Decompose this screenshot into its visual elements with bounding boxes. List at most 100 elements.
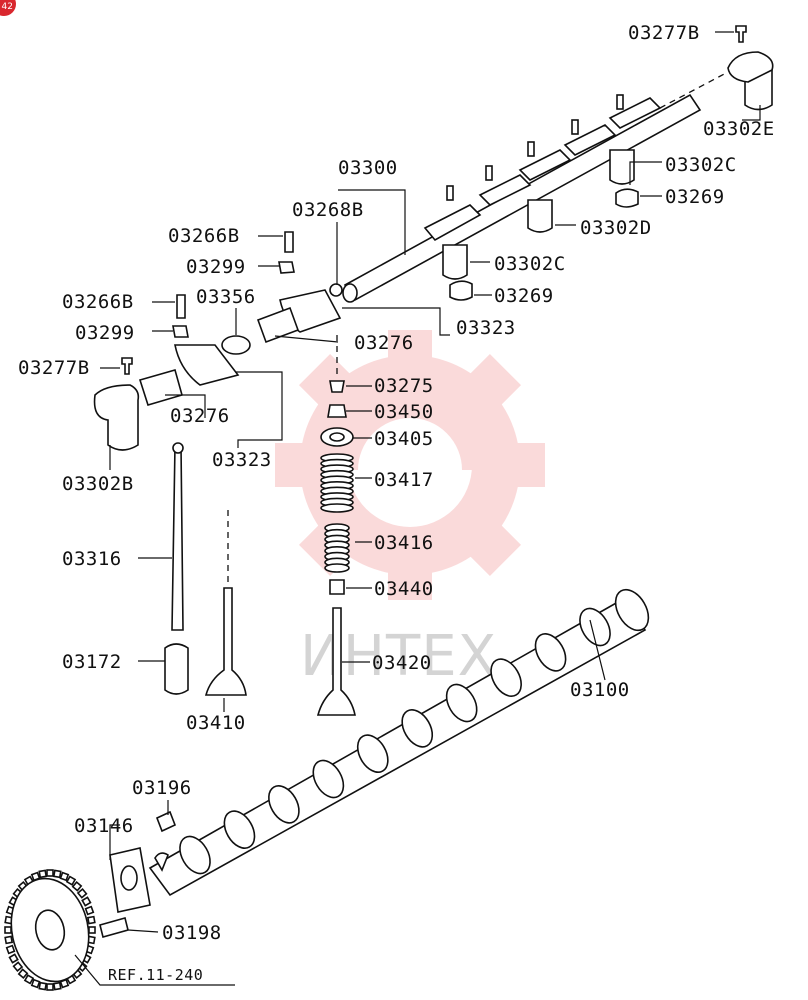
label-03416: 03416 <box>374 532 434 554</box>
adjust-screw <box>616 94 624 110</box>
label-03323: 03323 <box>456 317 516 339</box>
cam-lobe <box>445 683 478 723</box>
bolt-03277B-left <box>121 357 133 375</box>
label-03198: 03198 <box>162 922 222 944</box>
label-03302B: 03302B <box>62 473 134 495</box>
label-03277B: 03277B <box>628 22 700 44</box>
gear-tooth <box>5 944 16 955</box>
reference-label: REF.11-240 <box>108 966 203 984</box>
gear-tooth <box>4 926 12 934</box>
bushing-03276-right <box>256 306 300 344</box>
key-03196 <box>154 852 169 872</box>
cam-lobe <box>179 835 211 875</box>
watermark-logo <box>275 330 545 600</box>
spacer-03269-lower <box>449 280 473 301</box>
gear-ring <box>300 355 520 575</box>
label-03450: 03450 <box>374 401 434 423</box>
label-03269: 03269 <box>494 285 554 307</box>
screw-03266B-lower <box>176 294 186 319</box>
support-03302B <box>93 384 140 451</box>
cam-lobe <box>534 633 567 672</box>
gear-tooth <box>88 926 96 934</box>
gear-tooth <box>76 888 88 899</box>
gear-tooth <box>4 935 14 945</box>
leader <box>629 161 662 185</box>
adjust-screw <box>571 119 579 135</box>
gear-tooth <box>38 869 48 879</box>
label-03420: 03420 <box>372 652 432 674</box>
cam-lobe <box>312 759 345 799</box>
label-03266B: 03266B <box>168 225 240 247</box>
label-03302C: 03302C <box>494 253 566 275</box>
label-03266B: 03266B <box>62 291 134 313</box>
leader <box>165 394 206 418</box>
label-03323: 03323 <box>212 449 272 471</box>
label-03276: 03276 <box>354 332 414 354</box>
label-03100: 03100 <box>570 679 630 701</box>
retainer-hole <box>329 432 345 442</box>
label-03268B: 03268B <box>292 199 364 221</box>
nut-03299-lower <box>172 325 189 338</box>
label-03300: 03300 <box>338 157 398 179</box>
label-03172: 03172 <box>62 651 122 673</box>
gear-tooth <box>12 961 24 972</box>
label-03302E: 03302E <box>703 118 775 140</box>
gear-tooth <box>275 443 315 487</box>
leader <box>127 929 159 933</box>
pushrod-top <box>172 442 184 454</box>
tappet-03172 <box>164 643 189 695</box>
support-03302C-lower <box>442 244 468 280</box>
label-03146: 03146 <box>74 815 134 837</box>
bolt-03277B-top <box>735 25 747 43</box>
gear-arc <box>342 402 478 471</box>
leader <box>342 307 450 336</box>
label-03269: 03269 <box>665 186 725 208</box>
leader <box>109 824 120 860</box>
gear-tooth <box>86 915 96 925</box>
valve-03420 <box>316 607 356 716</box>
bushing-03276-left <box>138 369 183 406</box>
rocker-arm <box>478 174 532 206</box>
gear-tooth <box>298 353 359 414</box>
gear-tooth <box>46 869 54 877</box>
gear-tooth <box>388 330 432 370</box>
label-03302D: 03302D <box>580 217 652 239</box>
cam-lobe <box>490 658 522 697</box>
cam-lobe <box>401 709 434 748</box>
label-03417: 03417 <box>374 469 434 491</box>
gear-tooth <box>23 974 35 985</box>
shaft-end <box>342 283 358 303</box>
leader <box>235 371 283 448</box>
label-03275: 03275 <box>374 375 434 397</box>
label-03316: 03316 <box>62 548 122 570</box>
leader <box>742 105 761 121</box>
label-03440: 03440 <box>374 578 434 600</box>
gear-tooth <box>52 869 62 879</box>
gear-tooth <box>461 353 522 414</box>
adjust-screw <box>446 185 454 201</box>
key-03196-detail <box>155 810 177 833</box>
gear-tooth <box>30 978 41 989</box>
gear-hole <box>348 403 472 527</box>
nut-03299-upper <box>278 261 295 274</box>
support-03302E-top <box>727 51 774 83</box>
leader-lines <box>74 31 761 986</box>
align-line <box>659 71 729 109</box>
label-03276: 03276 <box>170 405 230 427</box>
lock-03275 <box>329 380 345 393</box>
leader <box>589 619 606 681</box>
gear-tooth <box>81 896 92 907</box>
plate-hole <box>120 865 138 891</box>
spring-coil <box>324 563 350 573</box>
cam-lobe <box>268 785 300 824</box>
cap-03450 <box>327 404 347 418</box>
spring-03417 <box>320 453 354 513</box>
gear-tooth <box>59 871 70 882</box>
label-03299: 03299 <box>186 256 246 278</box>
support-03302D <box>527 199 553 233</box>
cam-lobe <box>223 810 256 849</box>
cam-lobe <box>356 734 389 773</box>
camshaft-03100 <box>99 588 650 938</box>
gear-tooth <box>38 981 48 991</box>
